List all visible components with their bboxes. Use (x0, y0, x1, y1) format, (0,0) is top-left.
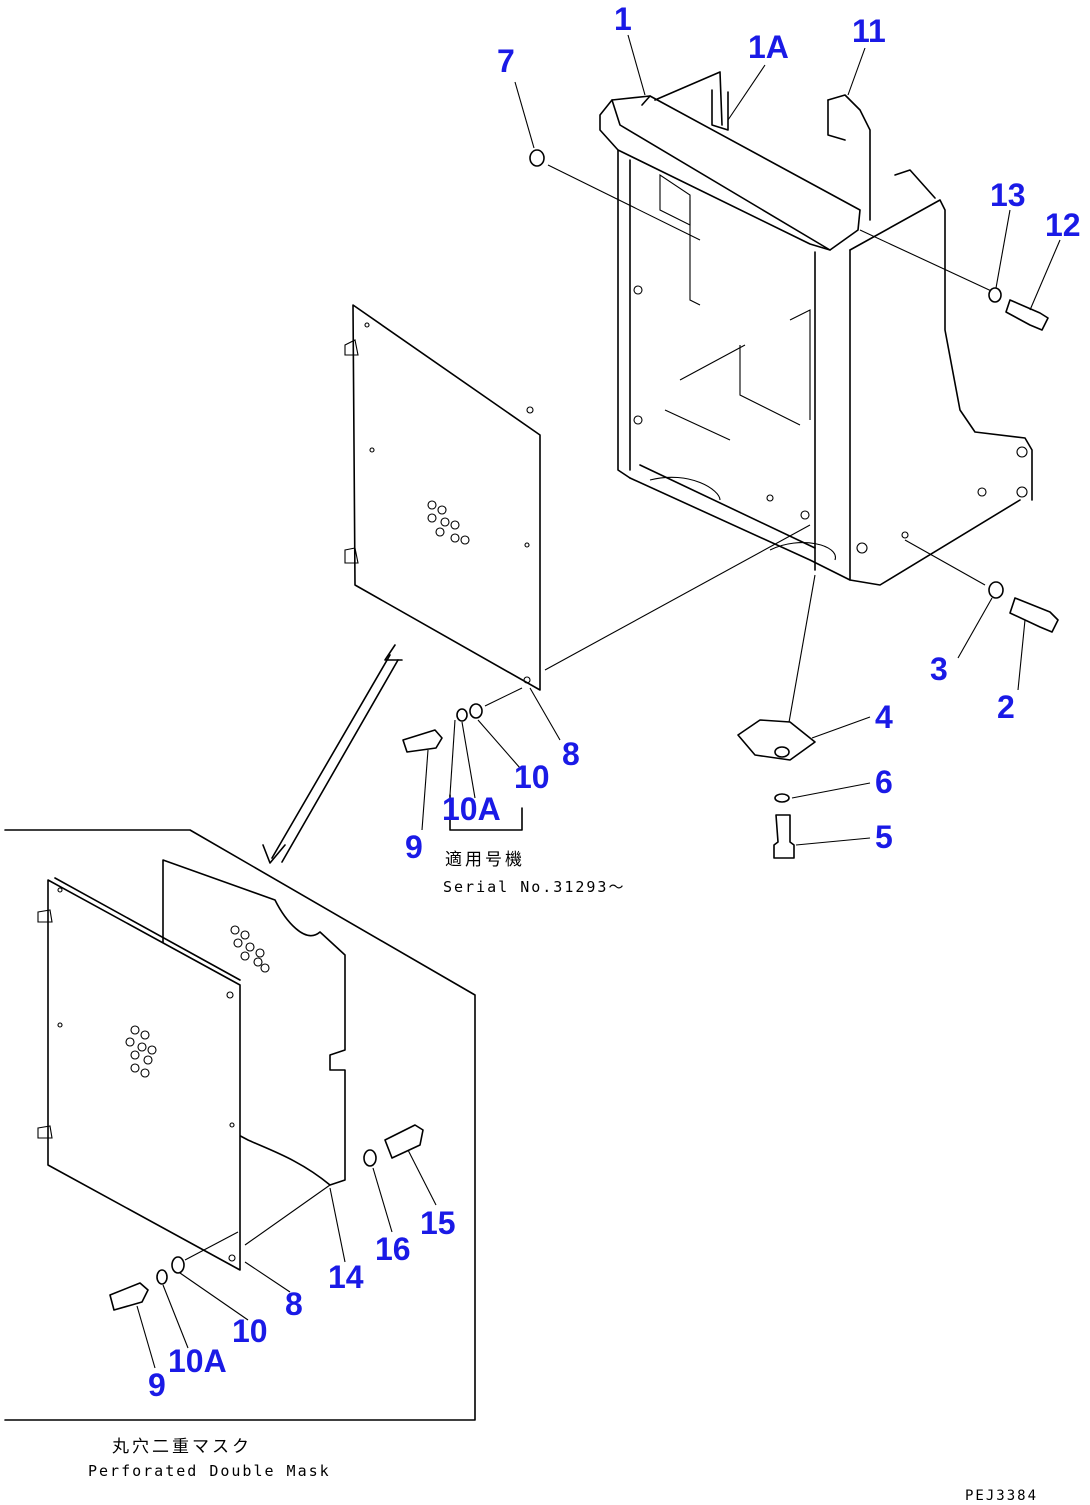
callout-2: 2 (997, 689, 1015, 725)
callout-10-upper: 10 (514, 759, 550, 795)
callout-3: 3 (930, 651, 948, 687)
callouts: 1 1A 11 7 13 12 3 2 4 6 5 8 10 10A 9 14 … (148, 1, 1081, 1403)
bolt-2-washer-3 (904, 539, 1059, 633)
leader-lines (136, 34, 1061, 1369)
serial-note-jp: 適用号機 (445, 850, 525, 870)
callout-16: 16 (375, 1231, 411, 1267)
callout-10A-lower: 10A (168, 1343, 227, 1379)
callout-15: 15 (420, 1205, 456, 1241)
callout-10A-upper: 10A (442, 791, 501, 827)
callout-5: 5 (875, 819, 893, 855)
mask-note-en: Perforated Double Mask (88, 1462, 331, 1480)
callout-7: 7 (497, 43, 515, 79)
bolt-12-washer-13 (859, 169, 1049, 331)
frame-assembly (599, 71, 1033, 586)
plate-4-washer-6-bolt-5 (737, 574, 816, 859)
perforation-pattern-front (125, 1025, 157, 1078)
relation-arrow (262, 644, 403, 864)
callout-14: 14 (328, 1259, 364, 1295)
bracket-11 (827, 94, 871, 221)
callout-13: 13 (990, 177, 1026, 213)
callout-10-lower: 10 (232, 1313, 268, 1349)
notes: 適用号機 Serial No.31293～ 丸穴二重マスク Perforated… (88, 850, 1038, 1504)
double-mask-inset (4, 829, 476, 1421)
callout-1: 1 (614, 1, 632, 37)
callout-6: 6 (875, 764, 893, 800)
callout-11: 11 (852, 13, 886, 49)
hardware-upper (402, 687, 523, 831)
callout-1A: 1A (748, 29, 789, 65)
drawing-code: PEJ3384 (965, 1488, 1038, 1504)
nut-7 (529, 149, 701, 241)
callout-8-lower: 8 (285, 1286, 303, 1322)
callout-8-upper: 8 (562, 736, 580, 772)
serial-note-en: Serial No.31293～ (443, 878, 625, 896)
perforation-pattern-rear (230, 925, 270, 973)
callout-9-lower: 9 (148, 1367, 166, 1403)
callout-12: 12 (1045, 207, 1081, 243)
callout-4: 4 (875, 699, 893, 735)
perforation-pattern (427, 500, 470, 545)
callout-9-upper: 9 (405, 829, 423, 865)
mask-note-jp: 丸穴二重マスク (112, 1437, 252, 1457)
mask-panel-upper (344, 304, 811, 691)
